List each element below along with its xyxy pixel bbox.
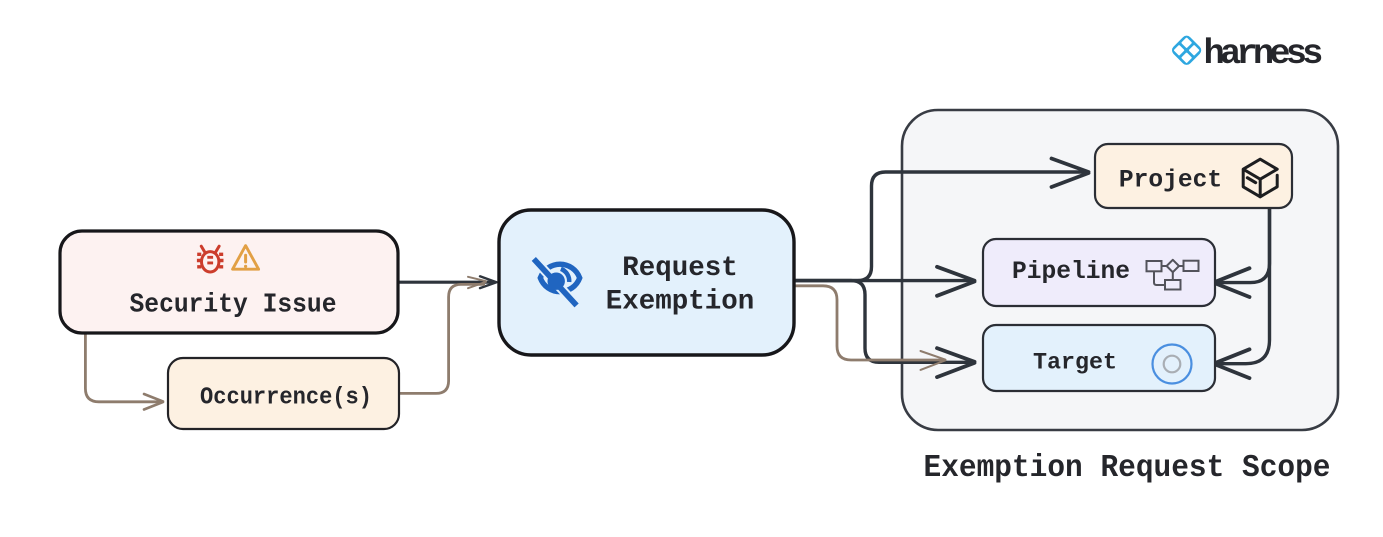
svg-text:harness: harness	[1204, 34, 1323, 74]
svg-text:Occurrence(s): Occurrence(s)	[200, 385, 372, 412]
svg-text:Security Issue: Security Issue	[130, 290, 337, 320]
svg-text:Request: Request	[622, 253, 738, 284]
svg-text:Target: Target	[1033, 350, 1117, 377]
svg-text:Exemption Request Scope: Exemption Request Scope	[924, 451, 1331, 486]
svg-text:Pipeline: Pipeline	[1012, 257, 1130, 286]
svg-text:Exemption: Exemption	[606, 287, 755, 318]
svg-text:Project: Project	[1119, 168, 1222, 195]
